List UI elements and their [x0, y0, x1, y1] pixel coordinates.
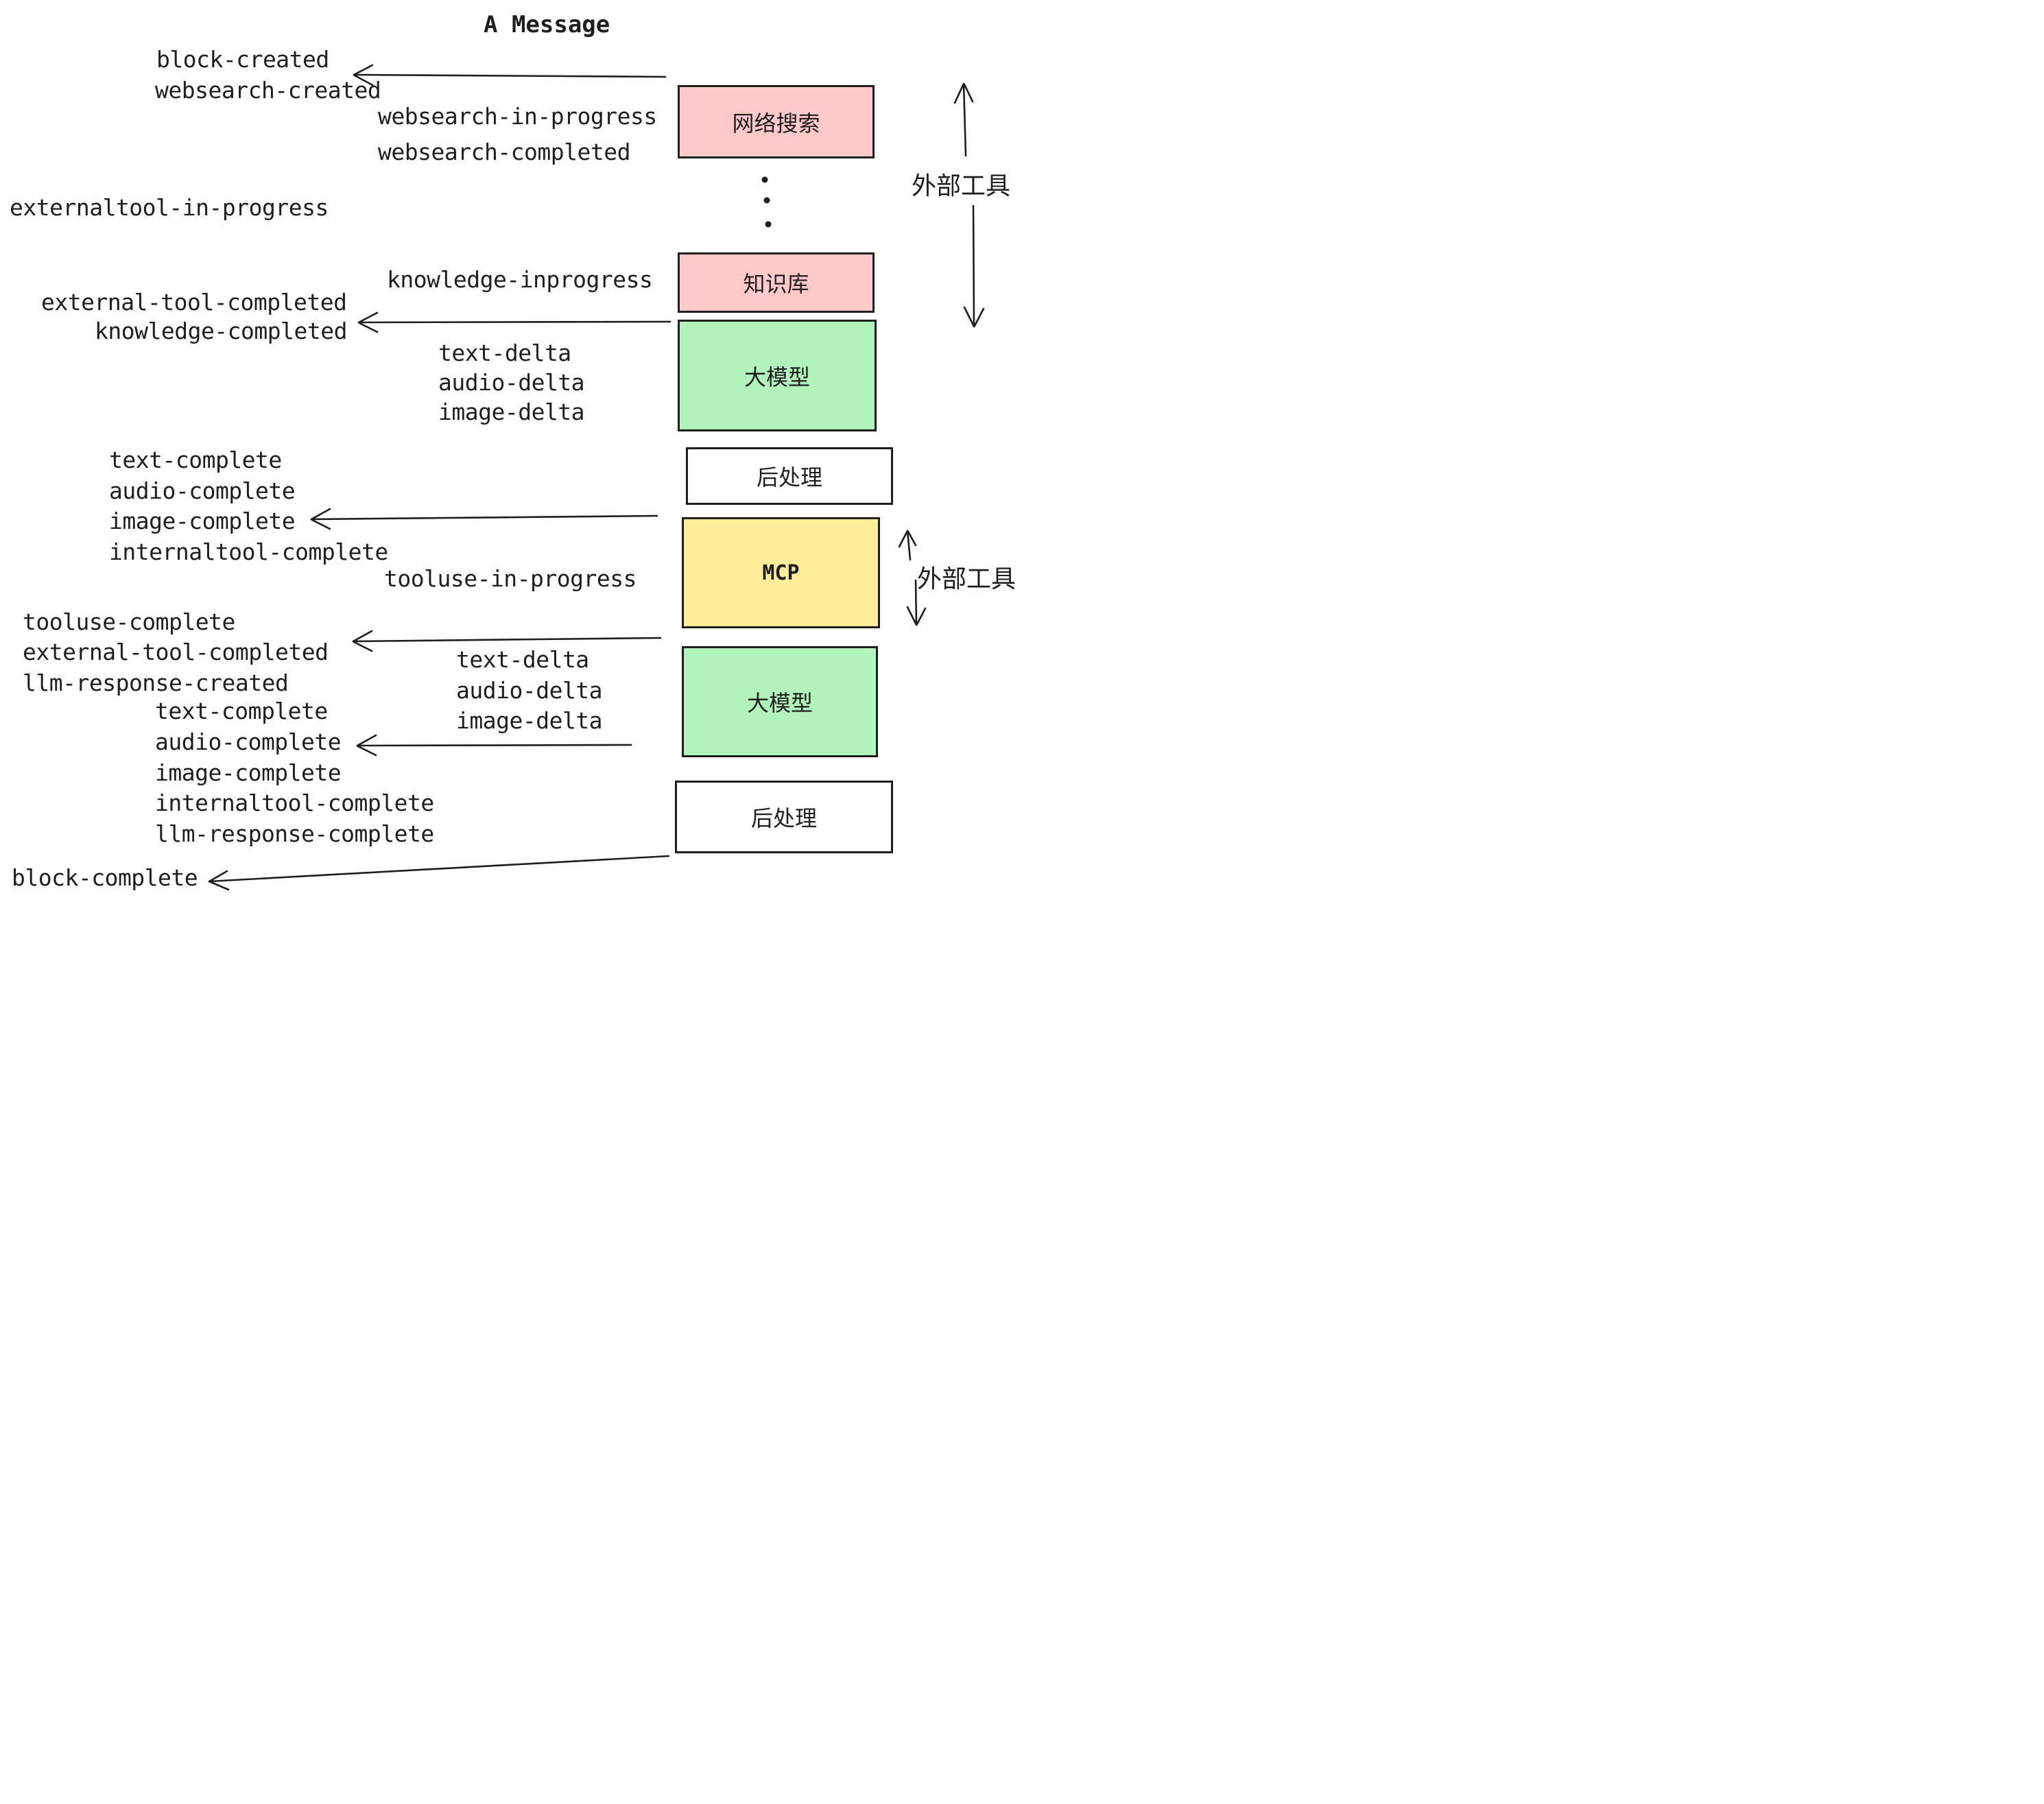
event-tooluse-complete: tooluse-complete — [23, 608, 235, 635]
arrow-audio-complete — [356, 734, 632, 757]
box-postprocess-1: 后处理 — [686, 447, 893, 505]
event-audio-complete-1: audio-complete — [109, 477, 296, 504]
event-audio-delta-1: audio-delta — [438, 369, 585, 396]
box-knowledge: 知识库 — [678, 252, 875, 313]
event-llm-response-created: llm-response-created — [23, 669, 289, 696]
event-knowledge-inprogress: knowledge-inprogress — [387, 266, 653, 293]
dots-ellipsis — [761, 176, 772, 228]
event-websearch-in-progress: websearch-in-progress — [378, 103, 657, 130]
event-tooluse-in-progress: tooluse-in-progress — [384, 565, 637, 592]
arrow-external-tools-up-2 — [898, 530, 917, 561]
event-image-complete-1: image-complete — [109, 508, 296, 534]
box-knowledge-label: 知识库 — [743, 271, 809, 297]
event-llm-response-complete: llm-response-complete — [155, 820, 434, 847]
diagram-canvas: A Message 网络搜索 知识库 大模型 后处理 MCP 大模型 后处理 外… — [0, 0, 1022, 902]
event-audio-complete-2: audio-complete — [155, 728, 342, 755]
event-internaltool-complete-1: internaltool-complete — [109, 538, 388, 565]
box-postprocess-1-label: 后处理 — [756, 464, 822, 490]
event-external-tool-completed-1: external-tool-completed — [41, 289, 347, 316]
event-image-delta-1: image-delta — [438, 399, 585, 425]
event-text-delta-1: text-delta — [438, 340, 571, 366]
box-postprocess-2-label: 后处理 — [750, 805, 817, 831]
event-image-complete-2: image-complete — [155, 759, 342, 786]
event-block-complete: block-complete — [12, 864, 198, 891]
arrow-external-tools-up-1 — [953, 82, 974, 157]
box-llm-1-label: 大模型 — [744, 364, 810, 390]
event-block-created: block-created — [156, 46, 329, 73]
event-external-tool-completed-2: external-tool-completed — [23, 639, 329, 665]
external-tools-label-mid: 外部工具 — [917, 565, 1017, 593]
event-knowledge-completed: knowledge-completed — [95, 318, 348, 344]
arrow-external-tools-down-1 — [963, 204, 985, 328]
event-internaltool-complete-2: internaltool-complete — [155, 790, 434, 816]
event-text-delta-2: text-delta — [456, 646, 589, 673]
event-text-complete-2: text-complete — [155, 698, 328, 724]
event-websearch-completed: websearch-completed — [378, 139, 631, 165]
box-mcp: MCP — [682, 517, 880, 628]
event-text-complete-1: text-complete — [109, 447, 282, 473]
arrow-block-complete — [208, 855, 670, 891]
event-audio-delta-2: audio-delta — [456, 677, 603, 704]
box-postprocess-2: 后处理 — [675, 781, 893, 853]
external-tools-label-top: 外部工具 — [912, 172, 1011, 200]
arrow-knowledge-completed — [357, 311, 672, 333]
diagram-title: A Message — [484, 11, 610, 38]
box-websearch: 网络搜索 — [678, 85, 875, 158]
arrow-block-created — [353, 64, 667, 86]
box-llm-2: 大模型 — [682, 646, 878, 757]
box-mcp-label: MCP — [762, 560, 800, 585]
event-websearch-created: websearch-created — [155, 77, 381, 104]
event-externaltool-in-progress: externaltool-in-progress — [10, 194, 329, 221]
box-websearch-label: 网络搜索 — [732, 110, 820, 137]
arrow-image-complete — [310, 508, 658, 530]
box-llm-2-label: 大模型 — [746, 690, 813, 716]
box-llm-1: 大模型 — [678, 320, 877, 431]
event-image-delta-2: image-delta — [456, 707, 603, 734]
